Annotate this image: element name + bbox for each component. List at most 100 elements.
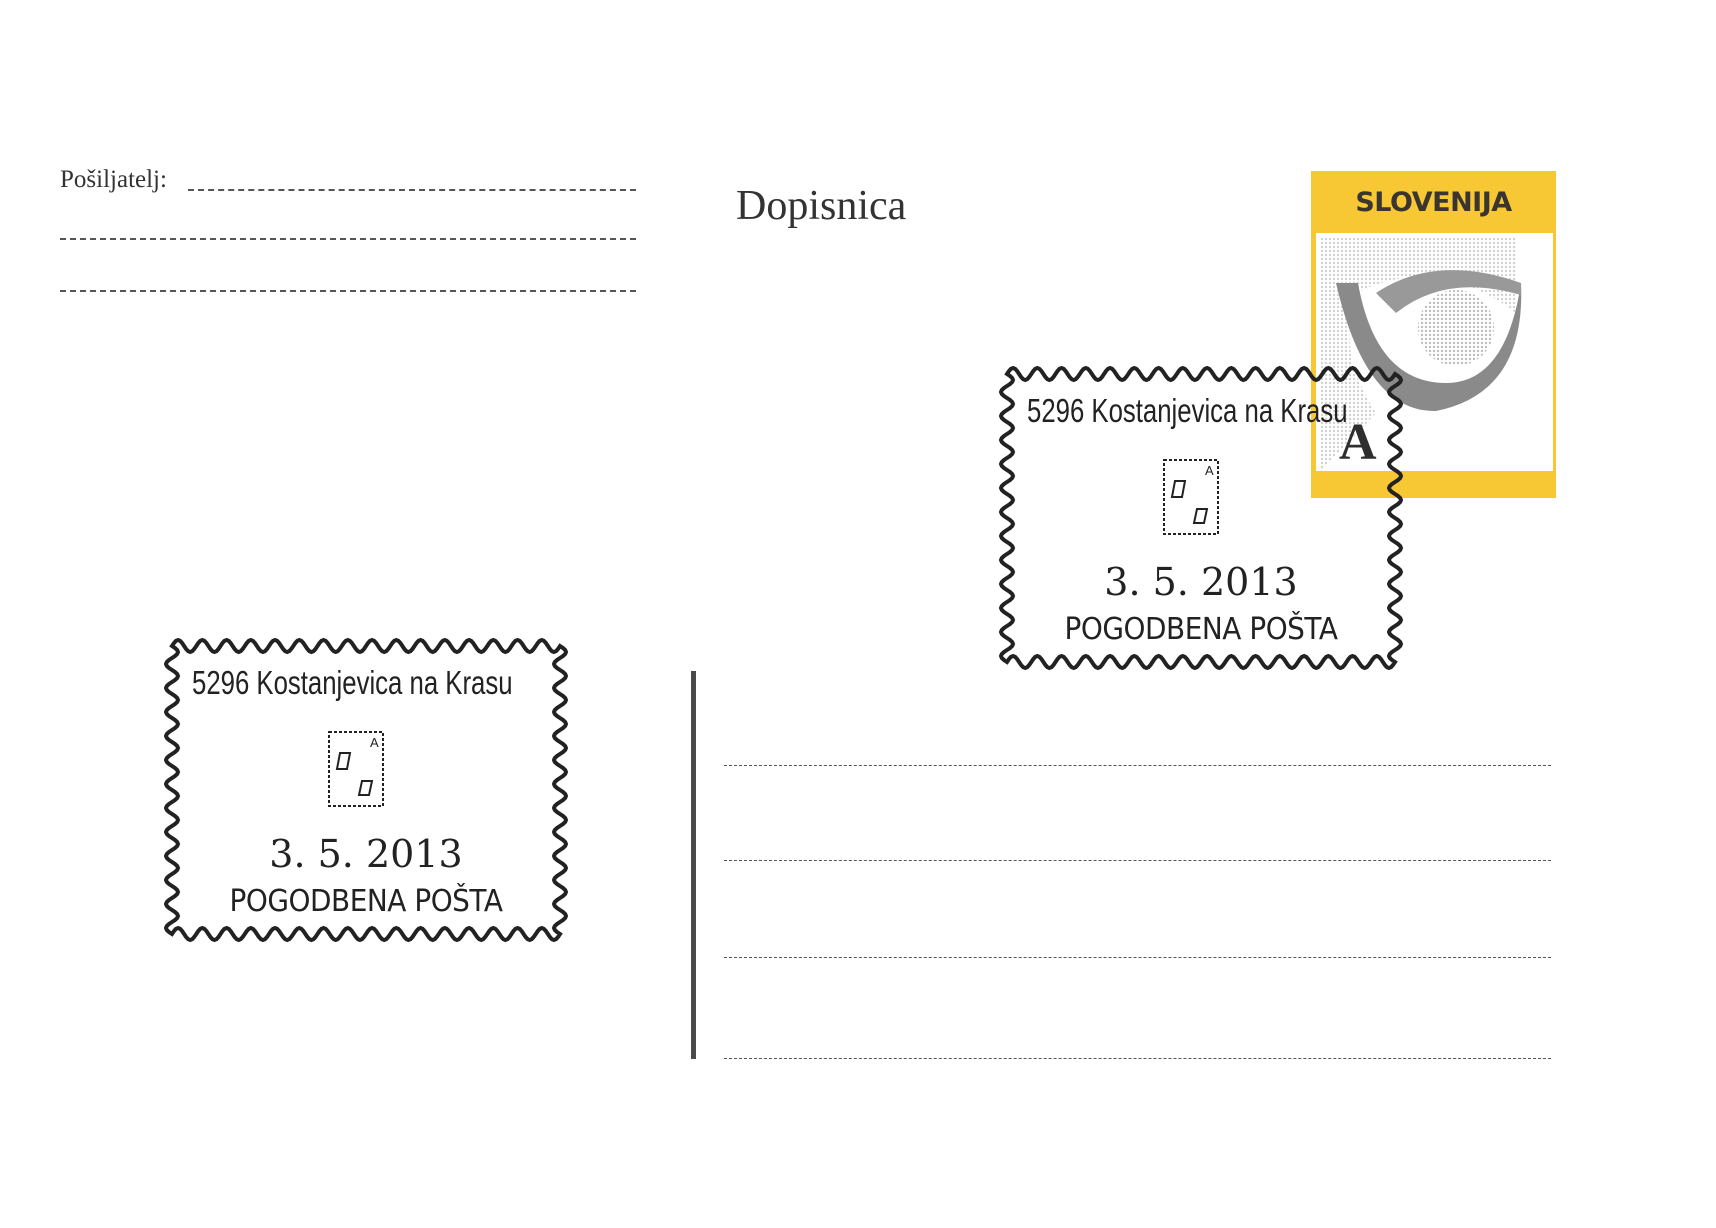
- perforation-hole: [1557, 424, 1560, 430]
- perforation-hole: [1557, 296, 1560, 302]
- perforation-hole: [1557, 176, 1560, 182]
- perforation-hole: [1540, 499, 1546, 502]
- perforation-hole: [1307, 456, 1310, 462]
- perforation-hole: [1356, 167, 1362, 170]
- perforation-hole: [1548, 499, 1554, 502]
- perforation-hole: [1436, 167, 1442, 170]
- perforation-hole: [1548, 167, 1554, 170]
- perforation-hole: [1307, 264, 1310, 270]
- perforation-hole: [1332, 167, 1338, 170]
- perforation-hole: [1308, 167, 1314, 170]
- perforation-hole: [1557, 400, 1560, 406]
- perforation-hole: [1557, 496, 1560, 502]
- perforation-hole: [1557, 328, 1560, 334]
- perforation-hole: [1557, 312, 1560, 318]
- mini-stamp-icon: A: [328, 731, 384, 807]
- sender-line-3[interactable]: [60, 290, 636, 292]
- sender-line-2[interactable]: [60, 238, 636, 240]
- wavy-border-path: [163, 637, 569, 943]
- perforation-hole: [1307, 272, 1310, 278]
- perforation-hole: [1557, 304, 1560, 310]
- perforation-hole: [1332, 499, 1338, 502]
- perforation-hole: [1307, 328, 1310, 334]
- perforation-hole: [1524, 167, 1530, 170]
- perforation-hole: [1532, 167, 1538, 170]
- perforation-hole: [1557, 392, 1560, 398]
- perforation-hole: [1307, 248, 1310, 254]
- address-line-4[interactable]: [724, 1058, 1551, 1059]
- perforation-hole: [1557, 384, 1560, 390]
- perforation-hole: [1307, 408, 1310, 414]
- postmark-date: 3. 5. 2013: [1104, 560, 1298, 604]
- stamp-value: A: [1339, 414, 1377, 471]
- perforation-hole: [1557, 224, 1560, 230]
- perforation-hole: [1476, 499, 1482, 502]
- perforation-hole: [1307, 360, 1310, 366]
- perforation-hole: [1557, 408, 1560, 414]
- perforation-hole: [1557, 472, 1560, 478]
- perforation-hole: [1340, 167, 1346, 170]
- perforation-hole: [1307, 208, 1310, 214]
- perforation-hole: [1307, 184, 1310, 190]
- perforation-hole: [1557, 432, 1560, 438]
- perforation-hole: [1356, 499, 1362, 502]
- perforation-hole: [1500, 167, 1506, 170]
- perforation-hole: [1557, 248, 1560, 254]
- perforation-hole: [1516, 167, 1522, 170]
- perforation-hole: [1492, 167, 1498, 170]
- card-title: Dopisnica: [736, 183, 907, 229]
- perforation-hole: [1428, 499, 1434, 502]
- perforation-hole: [1444, 499, 1450, 502]
- perforation-hole: [1396, 167, 1402, 170]
- post-horn-icon: A: [1316, 233, 1553, 471]
- perforation-hole: [1468, 167, 1474, 170]
- perforation-hole: [1436, 499, 1442, 502]
- perforation-hole: [1557, 264, 1560, 270]
- perforation-hole: [1307, 296, 1310, 302]
- sender-label: Pošiljatelj:: [60, 166, 167, 193]
- address-line-2[interactable]: [724, 860, 1551, 861]
- perforation-hole: [1557, 360, 1560, 366]
- divider-line: [691, 671, 696, 1059]
- perforation-hole: [1316, 167, 1322, 170]
- address-line-1[interactable]: [724, 765, 1551, 766]
- perforation-hole: [1307, 424, 1310, 430]
- perforation-hole: [1348, 167, 1354, 170]
- perforation-hole: [1316, 499, 1322, 502]
- perforation-hole: [1307, 384, 1310, 390]
- perforation-hole: [1557, 416, 1560, 422]
- perforation-hole: [1557, 480, 1560, 486]
- stamp-country: SLOVENIJA: [1355, 187, 1512, 218]
- perforation-hole: [1557, 464, 1560, 470]
- perforation-hole: [1557, 256, 1560, 262]
- postmark: 5296 Kostanjevica na Krasu A 3. 5. 2013 …: [160, 634, 572, 946]
- perforation-hole: [1557, 456, 1560, 462]
- perforation-hole: [1380, 499, 1386, 502]
- perforation-hole: [1307, 400, 1310, 406]
- mini-stamp-value: A: [370, 735, 379, 750]
- perforation-hole: [1307, 440, 1310, 446]
- perforation-hole: [1532, 499, 1538, 502]
- perforation-hole: [1307, 176, 1310, 182]
- perforation-hole: [1460, 167, 1466, 170]
- perforation-hole: [1557, 280, 1560, 286]
- perforation-hole: [1307, 432, 1310, 438]
- perforation-hole: [1324, 499, 1330, 502]
- perforation-hole: [1557, 376, 1560, 382]
- perforation-hole: [1372, 499, 1378, 502]
- perforation-hole: [1557, 440, 1560, 446]
- sender-line-1[interactable]: [188, 189, 636, 191]
- postage-stamp: SLOVENIJA A: [1307, 167, 1560, 502]
- perforation-hole: [1307, 312, 1310, 318]
- perforation-hole: [1324, 167, 1330, 170]
- postmark-place: 5296 Kostanjevica na Krasu: [1027, 392, 1348, 429]
- perforation-hole: [1557, 320, 1560, 326]
- perforation-hole: [1428, 167, 1434, 170]
- perforation-hole: [1557, 368, 1560, 374]
- perforation-hole: [1557, 184, 1560, 190]
- perforation-hole: [1412, 499, 1418, 502]
- address-line-3[interactable]: [724, 957, 1551, 958]
- perforation-hole: [1412, 167, 1418, 170]
- postmark-office: POGODBENA POŠTA: [229, 884, 503, 919]
- perforation-hole: [1516, 499, 1522, 502]
